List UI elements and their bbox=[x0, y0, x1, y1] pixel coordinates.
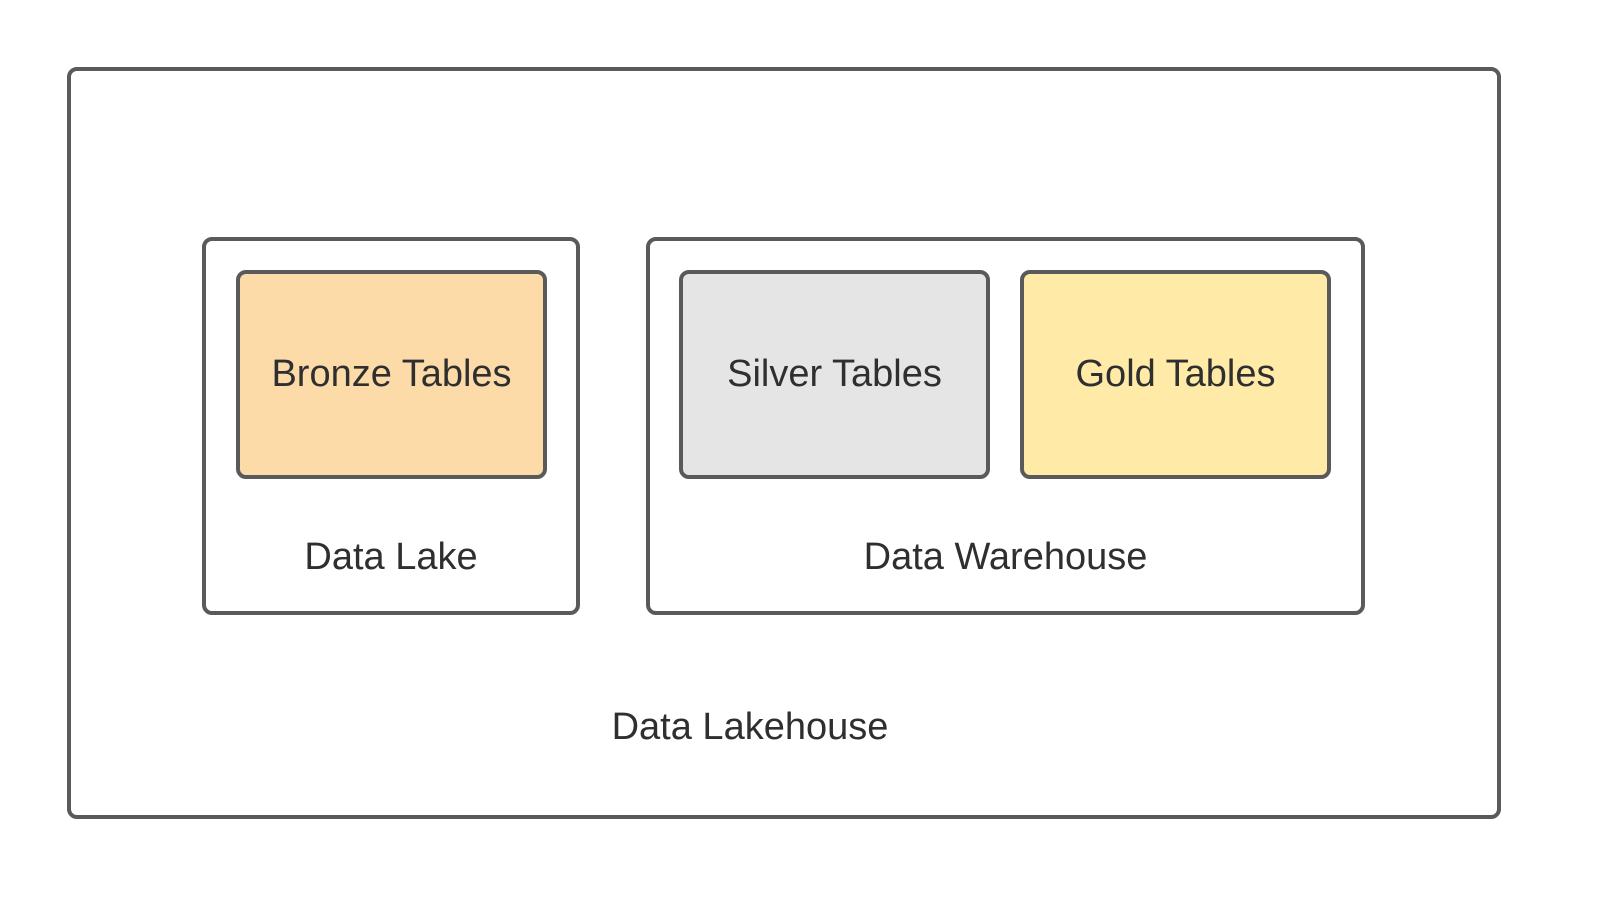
data-lake-label: Data Lake bbox=[304, 536, 478, 578]
bronze-tables-label: Bronze Tables bbox=[271, 353, 512, 395]
gold-tables-box: Gold Tables bbox=[1020, 270, 1331, 479]
data-warehouse-label: Data Warehouse bbox=[863, 536, 1148, 578]
bronze-tables-box: Bronze Tables bbox=[236, 270, 547, 479]
silver-tables-label: Silver Tables bbox=[727, 353, 942, 395]
gold-tables-label: Gold Tables bbox=[1075, 353, 1276, 395]
data-lakehouse-label: Data Lakehouse bbox=[611, 706, 889, 748]
silver-tables-box: Silver Tables bbox=[679, 270, 990, 479]
